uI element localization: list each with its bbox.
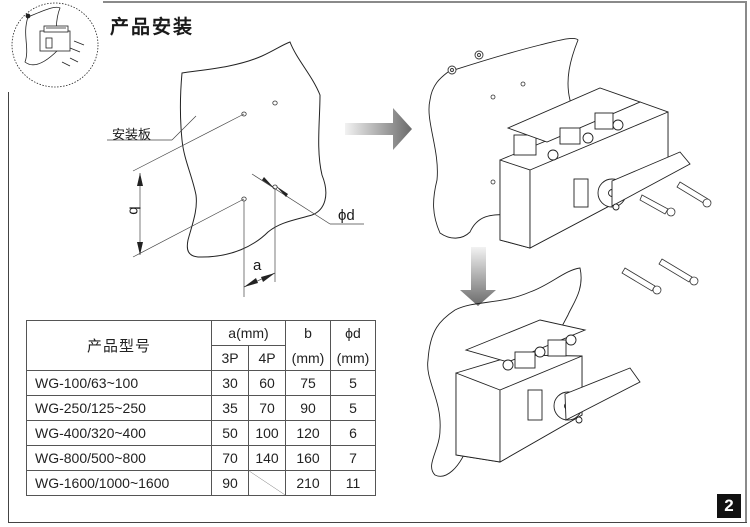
table-row: WG-400/320~400 50 100 120 6	[26, 420, 376, 446]
header-model: 产品型号	[26, 320, 212, 371]
cell-d: 7	[330, 445, 376, 471]
header-d: ϕd	[330, 320, 376, 346]
arrow-right-icon	[345, 108, 412, 150]
frame-left-border	[8, 92, 9, 522]
cell-b: 160	[285, 445, 331, 471]
mounting-panel-outline	[180, 41, 327, 258]
dimension-arrowheads	[137, 173, 288, 287]
dimension-b-label: b	[125, 206, 143, 215]
table-row: WG-1600/1000~1600 90 210 11	[26, 470, 376, 496]
table-row: WG-100/63~100 30 60 75 5	[26, 370, 376, 396]
dimension-lines	[107, 113, 364, 297]
cell-d: 11	[330, 470, 376, 496]
arrow-down-icon	[460, 247, 496, 306]
mounting-panel-label: 安装板	[112, 127, 152, 142]
cell-b: 120	[285, 420, 331, 446]
spec-table: 产品型号 a(mm) b ϕd 3P 4P (mm) (mm) WG-100/6…	[26, 320, 376, 496]
cell-model: WG-400/320~400	[26, 420, 212, 446]
cell-a-4p: 60	[248, 370, 286, 396]
dimension-a-label: a	[253, 257, 262, 274]
cell-a-3p: 35	[211, 395, 249, 421]
frame-bottom-border	[8, 522, 747, 523]
cell-a-3p: 90	[211, 470, 249, 496]
header-a-4p: 4P	[248, 345, 286, 371]
cell-b: 75	[285, 370, 331, 396]
switch-device-drawing	[499, 87, 691, 249]
table-row: WG-250/125~250 35 70 90 5	[26, 395, 376, 421]
cell-a-4p: 140	[248, 445, 286, 471]
screw-icon	[621, 181, 712, 295]
cell-model: WG-250/125~250	[26, 395, 212, 421]
table-subheader-row: 3P 4P (mm) (mm)	[27, 345, 376, 371]
header-a-3p: 3P	[211, 345, 249, 371]
header-d-unit: (mm)	[330, 345, 376, 371]
cell-model: WG-1600/1000~1600	[26, 470, 212, 496]
table-row: WG-800/500~800 70 140 160 7	[26, 445, 376, 471]
cell-a-3p: 30	[211, 370, 249, 396]
cell-b: 90	[285, 395, 331, 421]
table-header-row: 产品型号 a(mm) b ϕd	[26, 320, 376, 371]
dimension-phi-d-label: ϕd	[338, 207, 355, 224]
frame-right-border	[745, 1, 747, 522]
cell-a-3p: 50	[211, 420, 249, 446]
nut-icon	[447, 50, 484, 75]
header-b: b	[285, 320, 331, 346]
page-number-badge: 2	[717, 494, 741, 518]
header-a: a(mm)	[211, 320, 286, 346]
cell-a-4p-not-applicable	[248, 470, 286, 496]
cell-d: 5	[330, 395, 376, 421]
cell-a-4p: 70	[248, 395, 286, 421]
cell-d: 5	[330, 370, 376, 396]
cell-a-4p: 100	[248, 420, 286, 446]
cell-a-3p: 70	[211, 445, 249, 471]
frame-top-border	[103, 1, 746, 3]
header-b-unit: (mm)	[285, 345, 331, 371]
cell-model: WG-100/63~100	[26, 370, 212, 396]
page-title: 产品安装	[110, 16, 195, 38]
switch-device-installed	[455, 319, 641, 463]
cell-d: 6	[330, 420, 376, 446]
cell-model: WG-800/500~800	[26, 445, 212, 471]
thumbnail-install-icon	[11, 2, 99, 88]
cell-b: 210	[285, 470, 331, 496]
